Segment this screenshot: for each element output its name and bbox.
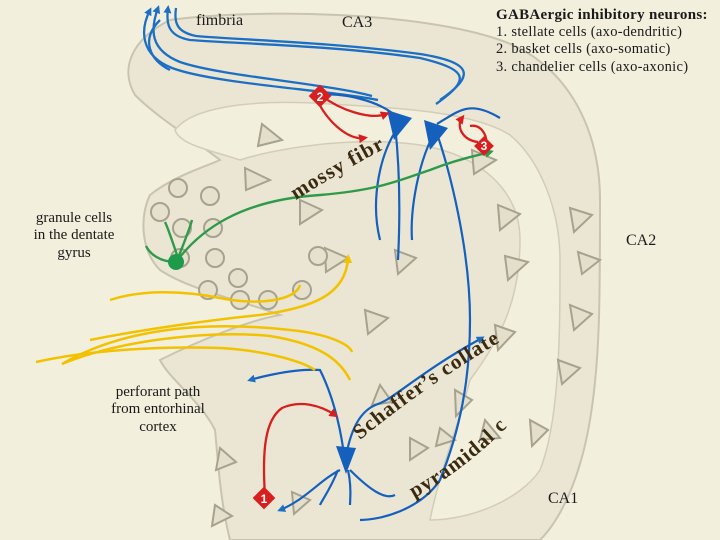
pyramidal-layer-triangles xyxy=(210,122,603,528)
legend-item-chandelier: 3. chandelier cells (axo-axonic) xyxy=(496,58,689,75)
granule-line-2: in the dentate xyxy=(33,227,115,244)
legend-title: GABAergic inhibitory neurons: xyxy=(496,7,708,23)
perforant-path-fibers xyxy=(35,254,354,381)
perforant-line-2: from entorhinal xyxy=(111,401,205,418)
legend: GABAergic inhibitory neurons: 1. stellat… xyxy=(496,6,708,76)
granule-cell-body xyxy=(168,254,184,270)
granule-cells-label: granule cells in the dentate gyrus xyxy=(16,210,132,262)
ca3-label: CA3 xyxy=(342,14,373,31)
perforant-line-3: cortex xyxy=(139,418,177,435)
legend-item-basket: 2. basket cells (axo-somatic) xyxy=(496,41,671,58)
perforant-path-label: perforant path from entorhinal cortex xyxy=(96,384,220,436)
fimbria-label: fimbria xyxy=(196,12,244,29)
svg-text:3: 3 xyxy=(481,139,488,153)
granule-line-1: granule cells xyxy=(35,210,113,226)
legend-item-stellate: 1. stellate cells (axo-dendritic) xyxy=(496,24,683,40)
svg-text:2: 2 xyxy=(317,90,324,104)
granule-line-3: gyrus xyxy=(57,244,91,261)
perforant-line-1: perforant path xyxy=(115,384,201,400)
ca1-label: CA1 xyxy=(548,490,579,507)
pyramidal-cell-bodies xyxy=(336,110,448,474)
marker-2: 2 xyxy=(308,84,332,108)
ca2-label: CA2 xyxy=(626,232,657,249)
fimbria-axons xyxy=(143,5,465,105)
svg-text:1: 1 xyxy=(261,492,268,506)
marker-3: 3 xyxy=(474,136,494,156)
